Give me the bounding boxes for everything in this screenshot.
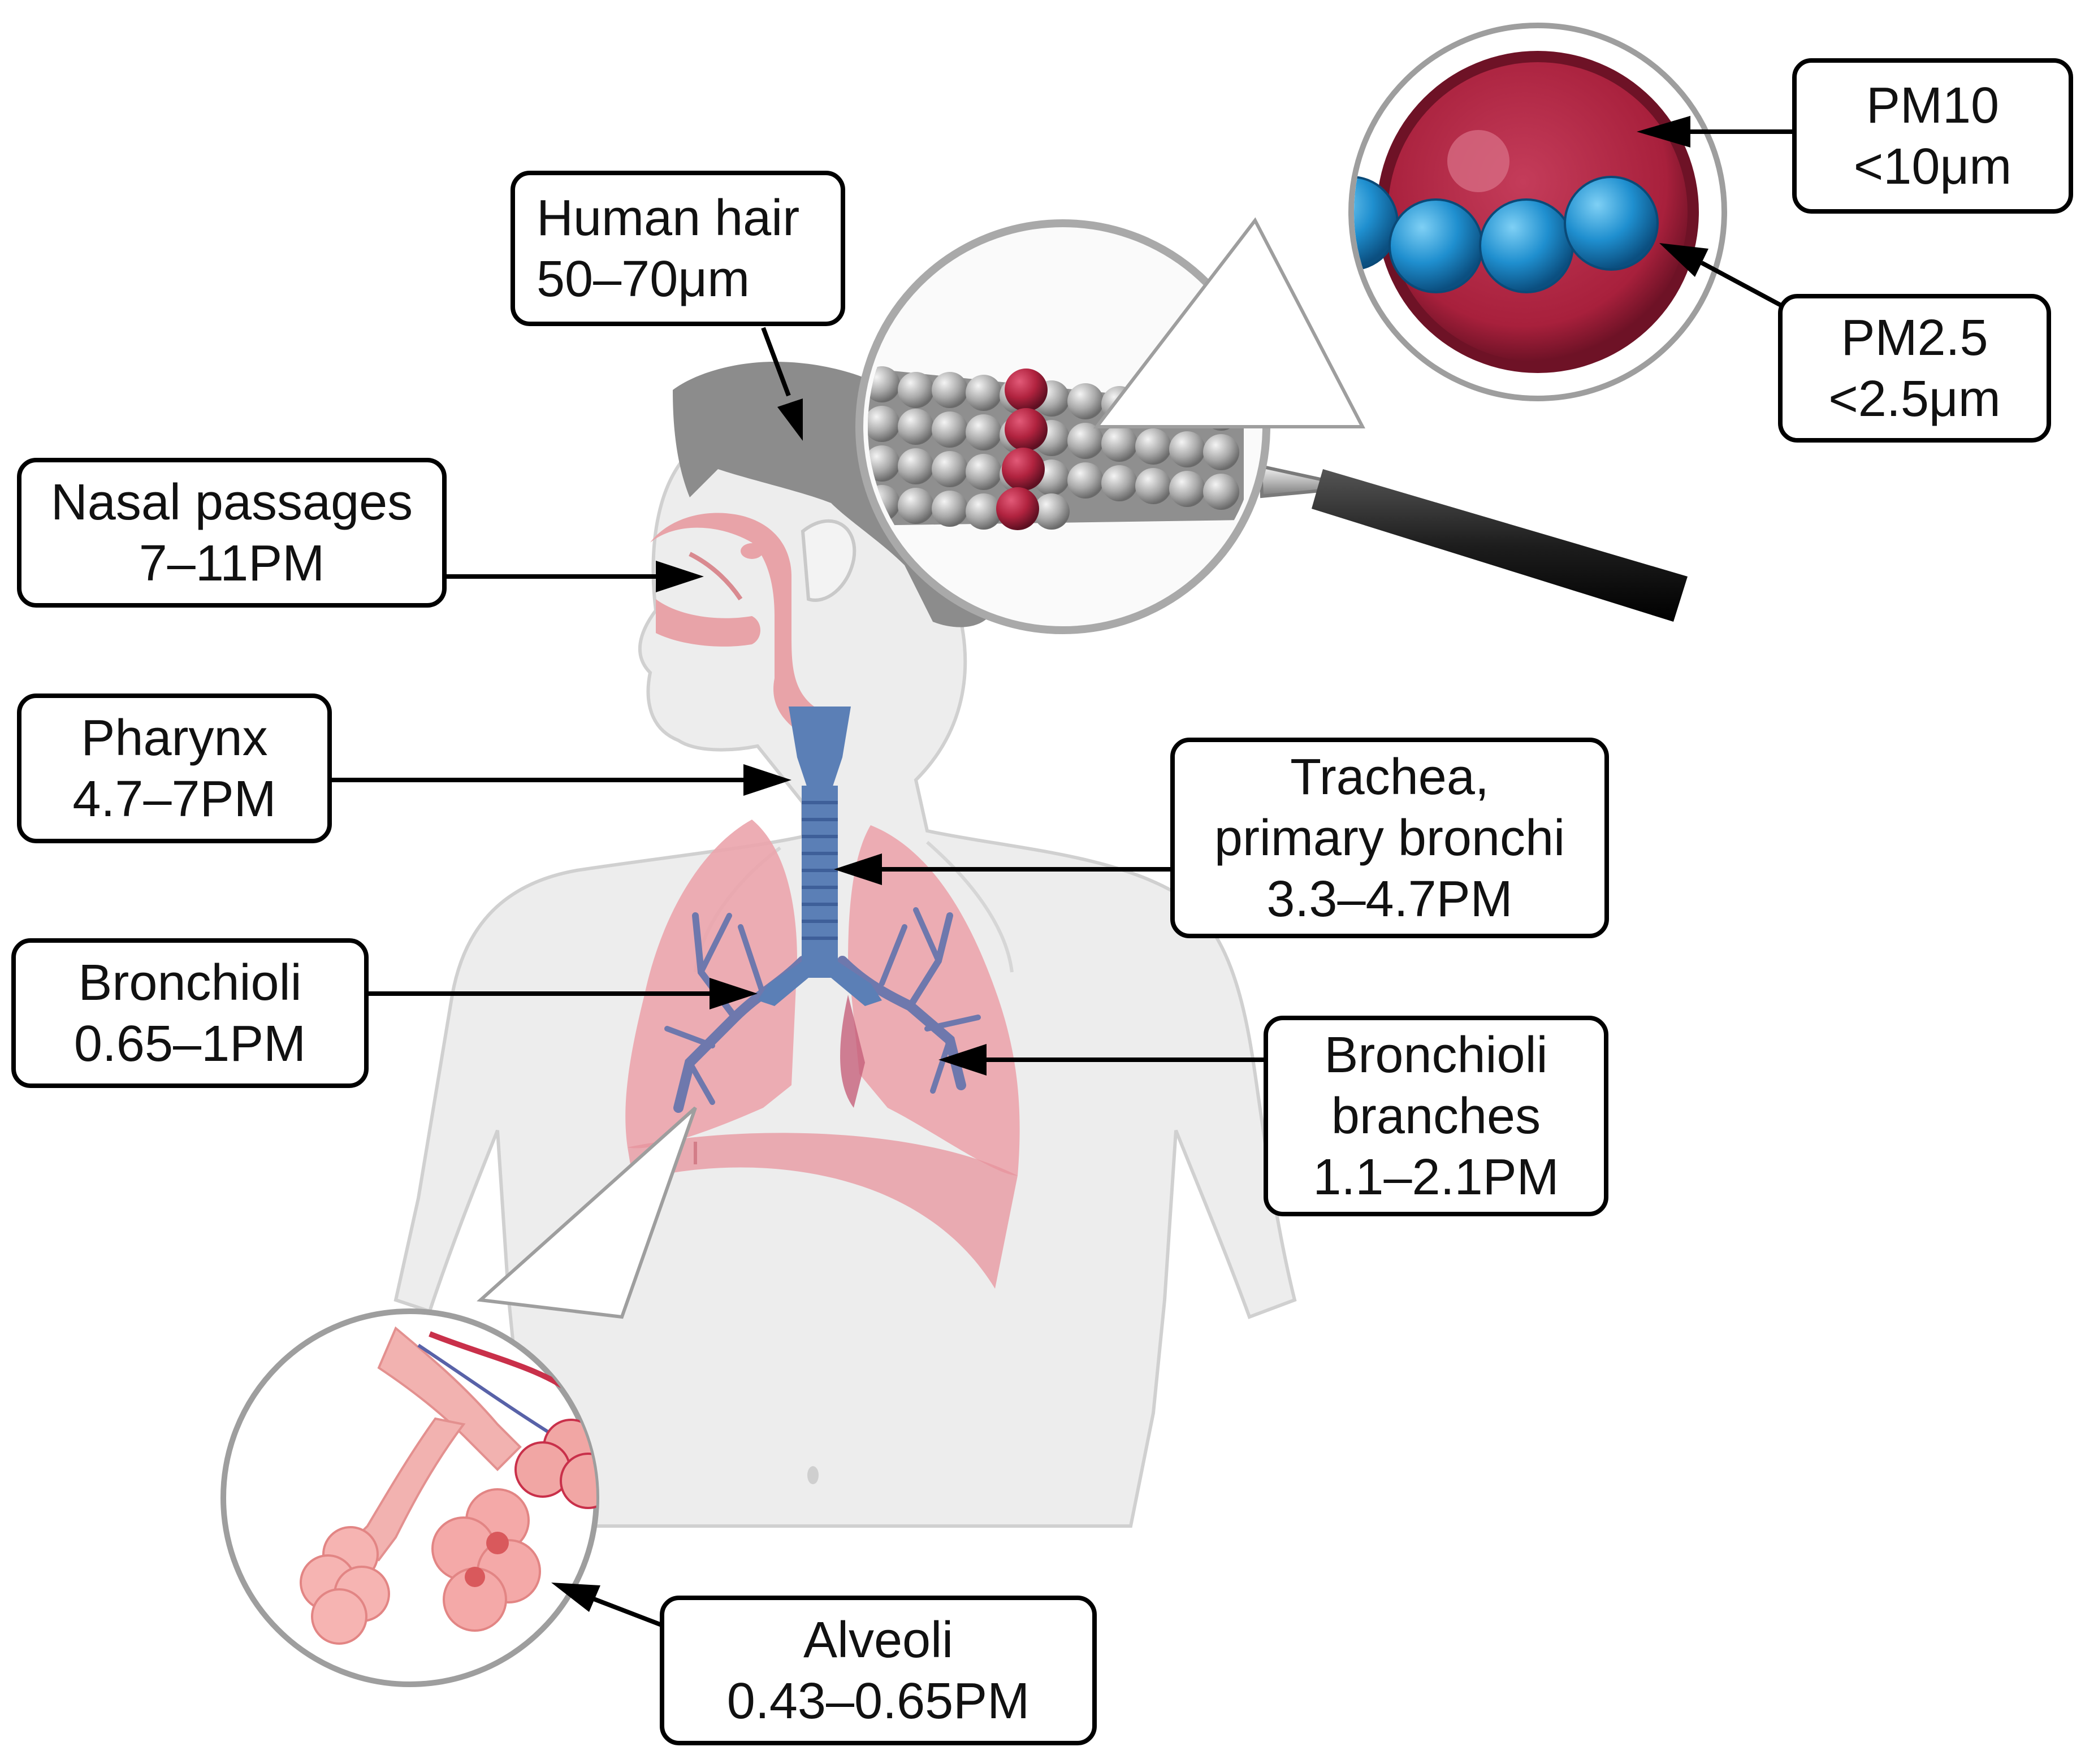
alveoli-cluster-1	[514, 1419, 596, 1509]
label-trachea-line3: 3.3–4.7PM	[1266, 870, 1513, 927]
label-bronchioli-line2: 0.65–1PM	[73, 1015, 306, 1072]
arrow-bronchioli	[366, 978, 758, 1009]
label-human-hair: Human hair 50–70μm	[511, 171, 845, 326]
label-pharynx-line1: Pharynx	[81, 709, 268, 766]
label-trachea: Trachea, primary bronchi 3.3–4.7PM	[1170, 738, 1609, 938]
alveoli-cluster-3	[300, 1526, 390, 1645]
label-pm10-line2: <10μm	[1853, 138, 2012, 195]
label-nasal-line2: 7–11PM	[139, 535, 325, 592]
label-nasal-line1: Nasal passages	[50, 474, 413, 531]
arrow-bronchioli-branches	[938, 1044, 1266, 1076]
label-trachea-line2: primary bronchi	[1214, 809, 1565, 866]
label-trachea-line1: Trachea,	[1290, 748, 1489, 805]
label-alveoli-line2: 0.43–0.65PM	[726, 1672, 1030, 1730]
label-human-hair-line2: 50–70μm	[537, 250, 750, 307]
label-bronchioli-branches-line1: Bronchioli	[1324, 1026, 1548, 1083]
label-nasal-passages: Nasal passages 7–11PM	[17, 458, 447, 608]
zoom-connector	[1093, 217, 1365, 428]
arrows	[330, 116, 1798, 1627]
magnifying-glass	[855, 219, 1688, 634]
arrow-human-hair	[761, 327, 803, 441]
hair-strand-magnified	[868, 366, 1244, 530]
trachea	[758, 707, 882, 1006]
label-pm25: PM2.5 <2.5μm	[1778, 294, 2051, 443]
arrow-alveoli	[551, 1583, 663, 1627]
label-bronchioli: Bronchioli 0.65–1PM	[11, 938, 369, 1088]
alveoli-connector	[477, 1106, 697, 1319]
label-pm10-line1: PM10	[1866, 77, 2000, 134]
arrow-nasal	[445, 561, 704, 592]
label-bronchioli-branches: Bronchioli branches 1.1–2.1PM	[1264, 1016, 1608, 1216]
label-alveoli-line1: Alveoli	[803, 1611, 954, 1668]
label-alveoli: Alveoli 0.43–0.65PM	[660, 1596, 1097, 1745]
arrow-pm10	[1637, 116, 1798, 148]
alveoli-cluster-2	[431, 1488, 541, 1632]
label-bronchioli-branches-line2: branches	[1331, 1087, 1541, 1145]
label-pm25-line1: PM2.5	[1841, 309, 1988, 366]
label-pharynx: Pharynx 4.7–7PM	[17, 694, 332, 843]
pm10-particles-on-hair	[996, 369, 1048, 530]
label-human-hair-line1: Human hair	[537, 189, 800, 246]
particle-zoom-circle	[1348, 23, 1727, 401]
label-pm10: PM10 <10μm	[1792, 58, 2073, 214]
ear-shape	[801, 519, 857, 602]
nasal-airway	[650, 513, 814, 735]
label-pharynx-line2: 4.7–7PM	[72, 770, 276, 827]
arrow-pharynx	[330, 764, 791, 796]
label-bronchioli-branches-line3: 1.1–2.1PM	[1313, 1148, 1559, 1206]
label-pm25-line2: <2.5μm	[1828, 370, 2001, 427]
pm25-particles	[1354, 176, 1659, 293]
alveoli-zoom-circle	[220, 1308, 599, 1687]
arrow-trachea	[834, 853, 1173, 885]
label-bronchioli-line1: Bronchioli	[78, 954, 302, 1011]
arrow-pm25	[1659, 243, 1782, 307]
